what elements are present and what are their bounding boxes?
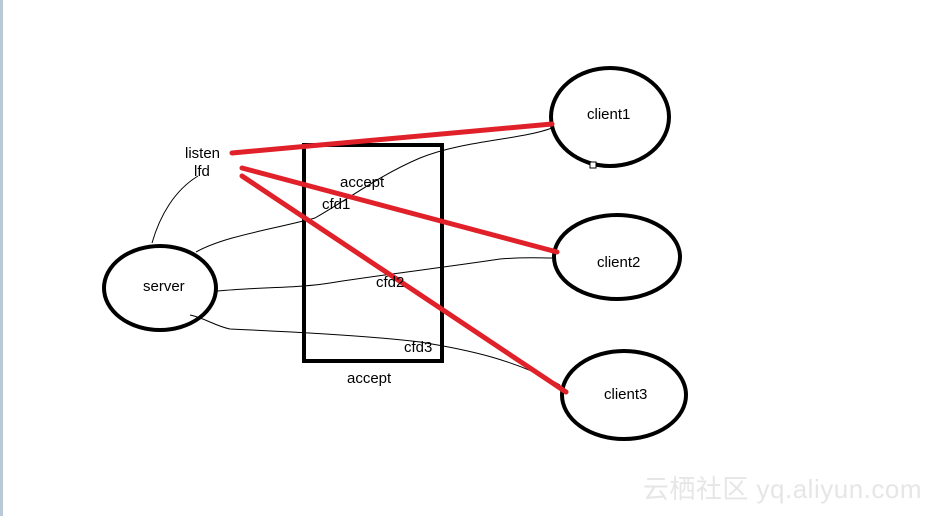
cfd1-curve xyxy=(195,127,553,253)
watermark: 云栖社区 yq.aliyun.com xyxy=(642,474,922,504)
listen-to-client1-line xyxy=(229,121,555,156)
client1-marker xyxy=(589,161,597,169)
client2-node xyxy=(552,213,682,301)
accept-bottom-label: accept xyxy=(347,370,392,387)
client1-node xyxy=(549,66,671,168)
cfd3-label: cfd3 xyxy=(404,339,433,356)
lfd-to-client3-line xyxy=(239,173,569,395)
lfd-to-client2-line xyxy=(239,165,560,255)
client2-label: client2 xyxy=(597,254,641,271)
accept-box xyxy=(302,143,444,363)
client1-label: client1 xyxy=(587,106,631,123)
client3-label: client3 xyxy=(604,386,648,403)
accept-top-label: accept xyxy=(340,174,385,191)
cfd2-label: cfd2 xyxy=(376,274,405,291)
cfd1-label: cfd1 xyxy=(322,196,351,213)
window-left-border xyxy=(0,0,3,516)
server-node xyxy=(102,244,218,332)
lfd-label: lfd xyxy=(194,163,210,180)
server-label: server xyxy=(143,278,185,295)
listen-label: listen xyxy=(185,145,221,162)
lfd-to-server-curve xyxy=(151,175,199,244)
client3-node xyxy=(560,349,688,441)
cfd3-curve xyxy=(189,314,561,386)
